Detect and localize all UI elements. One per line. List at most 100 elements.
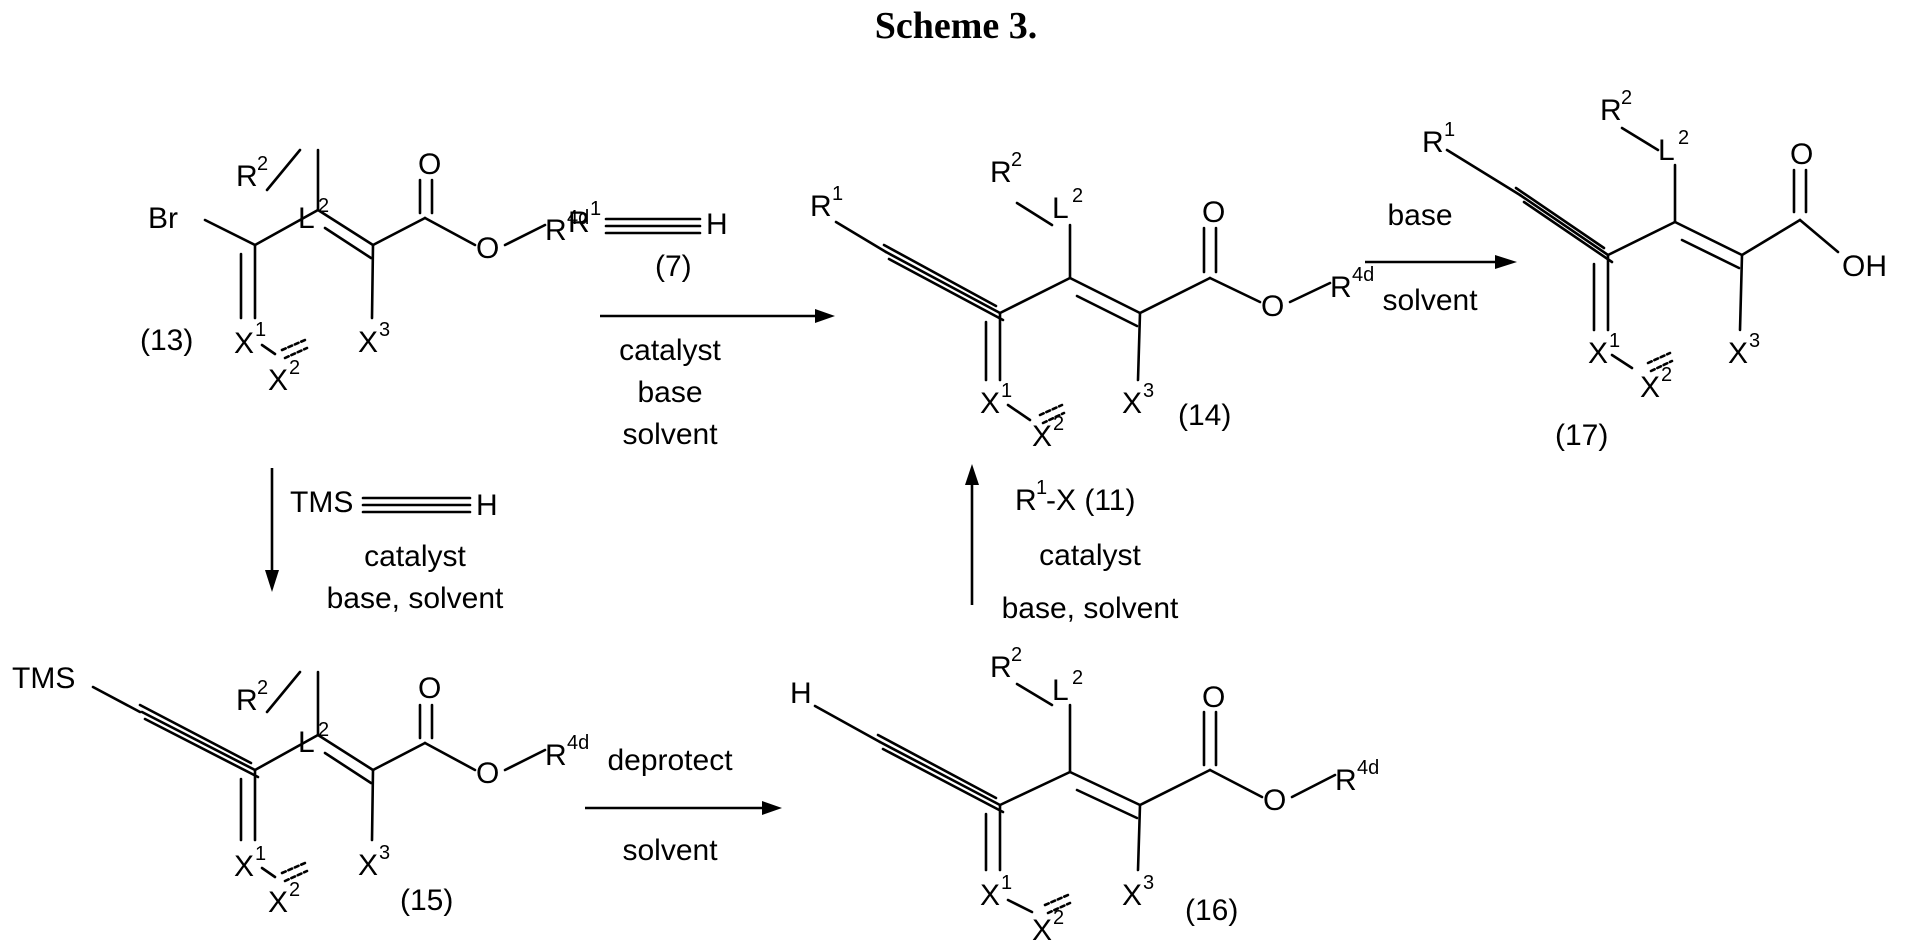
svg-text:3: 3 — [379, 842, 390, 864]
compound-label-17: (17) — [1555, 419, 1608, 452]
svg-text:R: R — [1330, 271, 1352, 304]
atom-l: L — [298, 202, 315, 235]
svg-text:L: L — [298, 726, 315, 759]
svg-text:2: 2 — [289, 879, 300, 901]
svg-text:X: X — [358, 849, 378, 882]
svg-text:R: R — [545, 739, 567, 772]
step1-condition-solvent: solvent — [622, 418, 718, 451]
svg-text:3: 3 — [379, 319, 390, 341]
svg-text:2: 2 — [318, 195, 329, 217]
svg-text:L: L — [1052, 674, 1069, 707]
arrow-16-to-14: R 1 -X (11) catalyst base, solvent — [965, 464, 1179, 625]
svg-text:X: X — [1728, 337, 1748, 370]
svg-text:3: 3 — [1749, 330, 1760, 352]
svg-text:O: O — [1790, 138, 1813, 171]
svg-text:1: 1 — [1609, 330, 1620, 352]
atom-r: R — [236, 160, 258, 193]
step4-condition-catalyst: catalyst — [1039, 539, 1141, 572]
arrow-15-to-16: deprotect solvent — [585, 744, 782, 867]
compound-label-15: (15) — [400, 884, 453, 917]
svg-text:2: 2 — [1053, 413, 1064, 435]
svg-text:X: X — [1032, 420, 1052, 453]
svg-text:R: R — [236, 684, 258, 717]
atom-o: O — [418, 148, 441, 181]
svg-text:1: 1 — [1001, 872, 1012, 894]
svg-text:X: X — [268, 364, 288, 397]
compound-16: H R 2 L 2 O O R 4d X 1 X 2 X 3 (16) — [790, 644, 1379, 945]
step1-condition-catalyst: catalyst — [619, 334, 721, 367]
svg-text:O: O — [476, 232, 499, 265]
svg-text:O: O — [476, 757, 499, 790]
reagent-11-r: R — [1015, 484, 1037, 517]
svg-text:R: R — [990, 156, 1012, 189]
svg-text:O: O — [1202, 196, 1225, 229]
svg-text:X: X — [980, 879, 1000, 912]
svg-text:H: H — [706, 208, 728, 241]
svg-text:X: X — [1122, 879, 1142, 912]
svg-text:H: H — [476, 489, 498, 522]
step5-condition-base: base — [1387, 199, 1452, 232]
svg-text:1: 1 — [255, 319, 266, 341]
compound-label-7: (7) — [655, 250, 692, 283]
svg-text:4d: 4d — [1352, 264, 1374, 286]
step4-condition-base-solvent: base, solvent — [1002, 592, 1179, 625]
atom-oh: OH — [1842, 250, 1887, 283]
svg-text:3: 3 — [1143, 872, 1154, 894]
reagent-tms-acetylene: TMS — [290, 486, 353, 519]
svg-text:3: 3 — [1143, 380, 1154, 402]
svg-text:R: R — [1422, 126, 1444, 159]
svg-text:X: X — [1640, 371, 1660, 404]
svg-text:2: 2 — [257, 677, 268, 699]
svg-text:2: 2 — [1011, 644, 1022, 666]
svg-text:X: X — [234, 850, 254, 883]
svg-text:2: 2 — [1072, 667, 1083, 689]
svg-text:O: O — [418, 672, 441, 705]
svg-text:L: L — [1658, 134, 1675, 167]
step2-condition-catalyst: catalyst — [364, 540, 466, 573]
compound-label-14: (14) — [1178, 399, 1231, 432]
svg-text:1: 1 — [590, 198, 601, 220]
compound-label-13: (13) — [140, 324, 193, 357]
svg-text:2: 2 — [1053, 907, 1064, 929]
step2-condition-base-solvent: base, solvent — [327, 582, 504, 615]
svg-text:2: 2 — [257, 153, 268, 175]
svg-text:X: X — [1122, 387, 1142, 420]
svg-text:2: 2 — [1678, 127, 1689, 149]
compound-label-16: (16) — [1185, 894, 1238, 927]
atom-br: Br — [148, 202, 178, 235]
svg-text:1: 1 — [832, 183, 843, 205]
svg-text:1: 1 — [1444, 119, 1455, 141]
arrow-13-to-15: TMS H catalyst base, solvent — [265, 468, 504, 615]
step3-condition-solvent: solvent — [622, 834, 718, 867]
svg-text:O: O — [1263, 784, 1286, 817]
compound-15: TMS R 2 L 2 O O R 4d X 1 X 2 X 3 (15) — [12, 662, 589, 919]
svg-text:X: X — [358, 326, 378, 359]
svg-text:R: R — [1335, 764, 1357, 797]
svg-text:R: R — [545, 214, 567, 247]
arrow-13-to-14: R 1 H (7) catalyst base solvent — [568, 198, 835, 451]
svg-text:2: 2 — [1661, 364, 1672, 386]
svg-text:X: X — [980, 387, 1000, 420]
svg-text:X: X — [1588, 337, 1608, 370]
arrow-14-to-17: base solvent — [1365, 199, 1517, 317]
svg-text:2: 2 — [318, 719, 329, 741]
svg-text:O: O — [1261, 290, 1284, 323]
scheme-title: Scheme 3. — [875, 5, 1038, 47]
atom-x1: X — [234, 327, 254, 360]
compound-13: Br R 2 L 2 O O R 4d X 1 X 2 X 3 (13) — [140, 148, 589, 397]
svg-text:2: 2 — [1072, 185, 1083, 207]
svg-text:4d: 4d — [567, 732, 589, 754]
svg-text:L: L — [1052, 192, 1069, 225]
step5-condition-solvent: solvent — [1382, 284, 1478, 317]
svg-text:2: 2 — [1621, 87, 1632, 109]
reagent-7-r: R — [568, 206, 590, 239]
svg-text:O: O — [1202, 681, 1225, 714]
svg-text:1: 1 — [1001, 380, 1012, 402]
svg-text:2: 2 — [1011, 149, 1022, 171]
svg-text:2: 2 — [289, 357, 300, 379]
svg-text:1: 1 — [255, 843, 266, 865]
step1-condition-base: base — [637, 376, 702, 409]
step3-condition-deprotect: deprotect — [607, 744, 733, 777]
